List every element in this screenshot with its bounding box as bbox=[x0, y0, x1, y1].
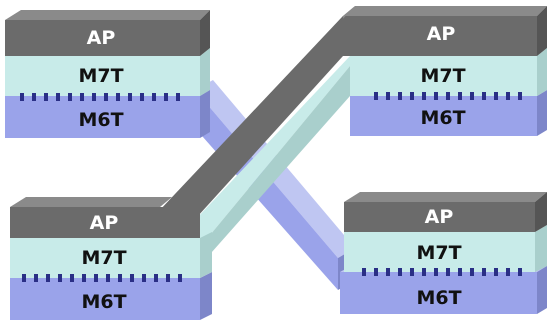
ap-label: AP bbox=[87, 27, 116, 49]
stack-bottom-left: AP M7T M6T bbox=[10, 197, 212, 320]
stack-bottom-right: AP M7T M6T bbox=[340, 192, 547, 314]
m7t-label: M7T bbox=[81, 247, 126, 269]
m7t-label: M7T bbox=[416, 242, 461, 264]
ap-label: AP bbox=[427, 23, 456, 45]
m7t-label: M7T bbox=[78, 65, 123, 87]
stack-top-left: AP M7T M6T bbox=[5, 10, 210, 138]
stack-top-right: AP M7T M6T bbox=[343, 6, 547, 136]
m6t-label: M6T bbox=[78, 109, 123, 131]
via-row-bottom-left bbox=[22, 274, 182, 282]
m6t-label: M6T bbox=[420, 107, 465, 129]
via-row-top-left bbox=[20, 93, 180, 101]
via-row-bottom-right bbox=[362, 268, 522, 276]
via-row-top-right bbox=[374, 92, 522, 100]
m6t-label: M6T bbox=[81, 291, 126, 313]
ap-label: AP bbox=[90, 212, 119, 234]
ap-m7t-crossing-bridge bbox=[160, 6, 355, 270]
m7t-label: M7T bbox=[420, 65, 465, 87]
m6t-label: M6T bbox=[416, 287, 461, 309]
ap-label: AP bbox=[425, 206, 454, 228]
